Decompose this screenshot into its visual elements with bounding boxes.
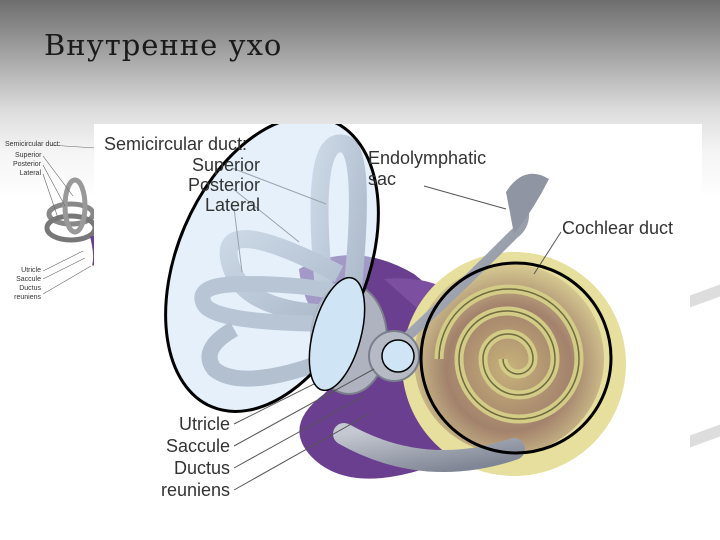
thumbnail-diagram: Semicircular duct: Superior Posterior La… — [3, 136, 98, 316]
label-reuniens: reuniens — [134, 480, 230, 501]
label-lateral: Lateral — [134, 195, 260, 216]
label-posterior: Posterior — [134, 175, 260, 196]
thumb-label-semicircular-duct: Semicircular duct: — [5, 141, 61, 149]
thumb-label-lateral: Lateral — [9, 170, 41, 178]
label-superior: Superior — [134, 155, 260, 176]
thumb-label-reuniens: reuniens — [5, 294, 41, 302]
thumb-label-superior: Superior — [15, 152, 41, 160]
inner-ear-diagram: Semicircular duct: Superior Posterior La… — [94, 124, 702, 528]
thumb-label-ductus: Ductus — [9, 285, 41, 293]
thumb-label-saccule: Saccule — [9, 276, 41, 284]
label-saccule: Saccule — [134, 436, 230, 457]
label-sac: sac — [368, 169, 396, 190]
label-cochlear-duct: Cochlear duct — [562, 218, 673, 239]
saccule-highlight — [382, 340, 414, 372]
label-utricle: Utricle — [134, 414, 230, 435]
label-endolymphatic: Endolymphatic — [368, 148, 486, 169]
slide-title: Внутренне ухо — [44, 28, 282, 62]
label-semicircular-duct: Semicircular duct: — [104, 134, 247, 155]
thumb-label-posterior: Posterior — [9, 161, 41, 169]
thumb-label-utricle: Utricle — [9, 267, 41, 275]
label-ductus: Ductus — [134, 458, 230, 479]
